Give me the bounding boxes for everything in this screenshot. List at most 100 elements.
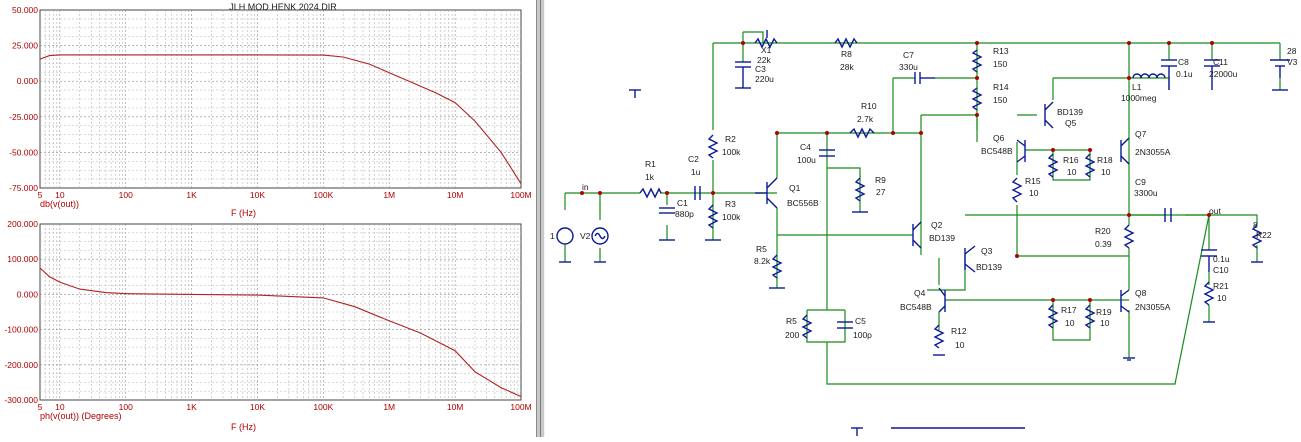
x-tick-label: 10 [55,190,65,200]
component-label: 10 [955,340,965,350]
node-dot [580,191,584,195]
component-label: R19 [1096,307,1112,317]
node-dot [1207,213,1211,217]
component-label: 880p [675,209,694,219]
component-label: BC556B [787,198,819,208]
component-label: 10 [1100,318,1110,328]
x-tick-label: 1K [186,402,197,412]
component-label: BC548B [900,302,932,312]
component-label: 100u [797,155,816,165]
component-label: 2N3055A [1135,302,1171,312]
component-label: Q4 [914,288,926,298]
trace-line [39,267,522,398]
component-label: 2.7k [857,114,874,124]
plot-canvas[interactable]: JLH MOD HENK 2024.DIR 50.00025.0000.000-… [0,0,536,437]
component-label: 1000meg [1121,93,1157,103]
x-tick-label: 100M [510,190,531,200]
component-label: C9 [1135,177,1146,187]
y-tick-label: -300.000 [4,395,38,405]
pane-splitter[interactable] [536,0,545,437]
y-tick-label: -200.000 [4,360,38,370]
node-dot [1167,41,1171,45]
node-dot [1088,148,1092,152]
component-label: in [582,182,589,192]
x-tick-label: 5 [38,402,43,412]
component-label: BC548B [981,146,1013,156]
x-tick-label: 10M [447,402,464,412]
y-tick-label: 50.000 [12,5,38,15]
x-tick-label: 10 [55,402,65,412]
node-dot [1127,76,1131,80]
component-label: C2 [688,154,699,164]
component-label: R10 [861,101,877,111]
node-dot [741,41,745,45]
component-label: 100k [722,212,741,222]
component-label: 1 [550,231,555,241]
y-tick-label: 200.000 [7,219,38,229]
component-label: R2 [725,134,736,144]
component-label: BD139 [929,233,955,243]
component-label: Q1 [789,183,801,193]
schematic-canvas[interactable]: 28V3X122kR828kC3220uC7330uR13150C80.1uC1… [545,0,1301,437]
component-label: C3 [755,64,766,74]
component-label: R20 [1095,226,1111,236]
component-label: Q8 [1135,288,1147,298]
component-label: R17 [1061,305,1077,315]
x-tick-label: 100M [510,402,531,412]
component-label: L1 [1132,82,1142,92]
y-tick-label: 100.000 [7,254,38,264]
component-label: R21 [1213,281,1229,291]
component-label: 2N3055A [1135,147,1171,157]
component-label: 8.2k [754,256,771,266]
schematic-wires [564,31,1281,385]
component-label: C7 [903,50,914,60]
component-label: R18 [1097,155,1113,165]
y-tick-label: 0.000 [17,289,39,299]
splitter-grip [540,0,541,437]
phase-plot[interactable]: 200.000100.0000.000-100.000-200.000-300.… [4,219,531,412]
x-tick-label: 5 [38,190,43,200]
node-dot [1210,41,1214,45]
node-dot [711,191,715,195]
component-label: Q6 [993,133,1005,143]
component-label: 1k [645,172,655,182]
component-label: C11 [1213,57,1228,67]
component-label: 200 [785,330,799,340]
node-dot [1127,41,1131,45]
component-label: BD139 [1057,107,1083,117]
component-label: 100k [722,147,741,157]
schematic-components[interactable] [556,30,1290,436]
y-tick-label: -75.000 [9,183,38,193]
trace-line [39,54,522,184]
component-label: 0.1u [1213,254,1230,264]
node-dot [598,191,602,195]
component-label: X1 [761,45,772,55]
node-dot [825,131,829,135]
component-label: Q2 [931,220,943,230]
component-label: 10 [1067,167,1077,177]
x-tick-label: 10M [447,190,464,200]
component-label: R22 [1256,230,1272,240]
component-label: R3 [725,199,736,209]
component-label: C8 [1178,57,1189,67]
component-label: R13 [993,46,1009,56]
component-label: C1 [677,198,688,208]
component-label: Q7 [1135,129,1147,139]
component-label: 10 [1101,167,1111,177]
component-label: V3 [1287,57,1298,67]
component-label: 150 [993,95,1007,105]
bottom-x-axis-label: F (Hz) [231,422,256,432]
component-label: R5 [756,244,767,254]
component-label: R14 [993,82,1009,92]
y-tick-label: 0.000 [17,76,39,86]
component-label: R12 [951,326,967,336]
x-tick-label: 1K [186,190,197,200]
component-label: C5 [855,316,866,326]
node-dot [1127,213,1131,217]
component-label: BD139 [976,262,1002,272]
component-label: R15 [1025,176,1041,186]
node-dot [1088,298,1092,302]
